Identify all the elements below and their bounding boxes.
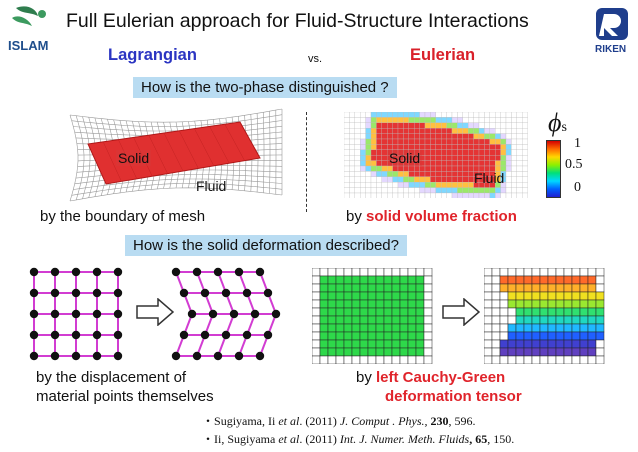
page-title: Full Eulerian approach for Fluid-Structu… <box>66 10 529 32</box>
lagrangian-mesh-figure <box>60 104 292 206</box>
material-points-lattice <box>28 266 128 366</box>
caption-boundary-of-mesh: by the boundary of mesh <box>40 208 206 225</box>
colorbar-tick-1: 1 <box>574 136 581 151</box>
svg-text:RIKEN: RIKEN <box>595 44 626 55</box>
grid-cells <box>311 267 433 365</box>
caption-cauchy-green: by left Cauchy-Green deformation tensor <box>356 369 522 405</box>
eulerian-grid-deformed <box>483 267 608 365</box>
colorbar-tick-05: 0.5 <box>565 157 583 172</box>
volume-fraction-cells <box>343 111 528 199</box>
solid-label-left: Solid <box>116 150 152 166</box>
riken-logo: RIKEN <box>590 6 634 56</box>
deformed-material-points-lattice <box>170 266 282 366</box>
lagrangian-label: Lagrangian <box>108 46 197 64</box>
colorbar <box>546 140 561 198</box>
fluid-label-left: Fluid <box>196 178 227 194</box>
material-points <box>29 267 123 361</box>
islam-logo: ISLAM <box>4 4 62 54</box>
solid-volume-fraction-emph: solid volume fraction <box>366 208 517 225</box>
dashed-divider <box>306 112 307 212</box>
reference-1: ・Sugiyama, Ii et al. (2011) J. Comput . … <box>202 414 476 428</box>
colorbar-tick-0: 0 <box>574 180 581 195</box>
solid-mesh-lines <box>102 124 245 182</box>
material-points <box>171 267 281 361</box>
question-solid-deformation: How is the solid deformation described? <box>125 235 407 256</box>
eulerian-label: Eulerian <box>410 46 476 64</box>
vs-label: vs. <box>308 53 323 65</box>
reference-2: ・Ii, Sugiyama et al. (2011) Int. J. Nume… <box>202 432 515 446</box>
arrow-right-icon <box>136 297 175 331</box>
solid-label-right: Solid <box>387 150 423 166</box>
caption-displacement: by the displacement of material points t… <box>36 369 214 405</box>
fluid-label-right: Fluid <box>474 170 505 186</box>
phi-symbol: ϕs <box>548 108 567 137</box>
arrow-right-icon <box>442 297 481 331</box>
eulerian-grid-undeformed <box>311 267 436 365</box>
caption-solid-volume-fraction: by solid volume fraction <box>346 208 517 225</box>
logo-text: ISLAM <box>8 38 48 53</box>
grid-cells <box>483 267 605 365</box>
question-two-phase: How is the two-phase distinguished ? <box>133 77 397 98</box>
eulerian-volume-fraction-figure <box>343 111 528 199</box>
